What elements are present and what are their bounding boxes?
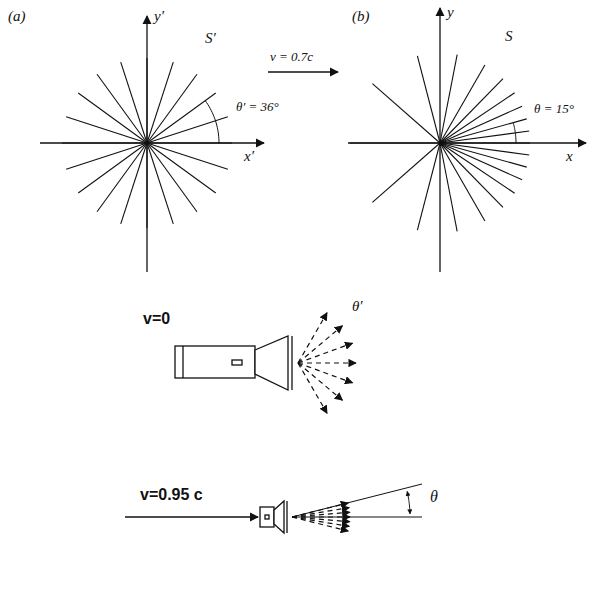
light-rays-b (350, 55, 530, 232)
dashed-ray (292, 517, 350, 522)
light-ray (147, 143, 197, 212)
light-ray (440, 93, 515, 143)
panel-label: (a) (8, 8, 26, 25)
dashed-ray (292, 517, 348, 531)
velocity-arrow (268, 71, 338, 72)
dashed-ray (298, 363, 342, 400)
light-ray (147, 143, 216, 193)
angle-label: θ = 15° (534, 102, 574, 116)
light-ray (147, 74, 197, 143)
light-ray (78, 143, 147, 193)
light-ray (146, 143, 147, 228)
axes-a (40, 16, 264, 272)
axis-label: y′ (154, 8, 164, 25)
light-rays-a (62, 58, 232, 228)
light-rays-rest (298, 313, 356, 413)
light-ray (66, 143, 147, 169)
dashed-ray (298, 313, 327, 363)
cone-angle-lines (292, 484, 422, 517)
light-ray (97, 143, 147, 212)
light-ray (62, 142, 147, 143)
light-ray (372, 84, 440, 143)
light-ray (121, 62, 147, 143)
dashed-ray (298, 363, 327, 413)
light-ray (147, 143, 173, 224)
axes-b (348, 8, 586, 272)
motion-arrow (125, 516, 258, 517)
flashlight-moving (260, 501, 287, 533)
light-ray (146, 58, 147, 143)
panel-label: (b) (352, 8, 370, 25)
axis-label: x′ (244, 148, 254, 165)
angle-arc-b (513, 123, 516, 143)
frame-label: S (505, 28, 513, 45)
light-ray (417, 56, 440, 143)
axis-label: y (447, 4, 454, 21)
angle-label: θ′ (352, 298, 363, 315)
axis-label: x (566, 148, 573, 165)
light-ray (440, 106, 522, 143)
light-ray (66, 117, 147, 143)
light-ray (350, 142, 440, 143)
light-ray (78, 93, 147, 143)
light-ray (440, 65, 485, 143)
cone-angle-arc (407, 491, 410, 513)
dashed-ray (298, 363, 353, 383)
dashed-ray (298, 343, 353, 363)
dashed-ray (292, 508, 349, 517)
light-ray (440, 143, 503, 207)
light-ray (440, 119, 527, 143)
light-ray (440, 143, 457, 231)
flashlight-rest (175, 336, 292, 390)
velocity-label: v = 0.7c (270, 50, 313, 64)
angle-label: θ′ = 36° (236, 100, 279, 114)
light-ray (372, 143, 440, 202)
dashed-ray (298, 326, 342, 363)
light-ray (440, 142, 530, 143)
light-ray (440, 143, 529, 155)
dashed-ray (292, 517, 349, 526)
light-ray (97, 74, 147, 143)
light-ray (147, 93, 216, 143)
angle-arc-a (205, 101, 219, 143)
light-ray (121, 143, 147, 224)
velocity-label: v=0 (143, 310, 170, 328)
light-ray (440, 143, 515, 193)
light-ray (417, 143, 440, 230)
light-ray (440, 143, 527, 167)
angle-label: θ (430, 488, 438, 506)
light-ray (147, 143, 228, 169)
dashed-ray (298, 362, 356, 363)
velocity-label: v=0.95 c (140, 486, 203, 504)
frame-label: S′ (205, 30, 216, 47)
light-ray (440, 55, 457, 143)
light-ray (147, 62, 173, 143)
